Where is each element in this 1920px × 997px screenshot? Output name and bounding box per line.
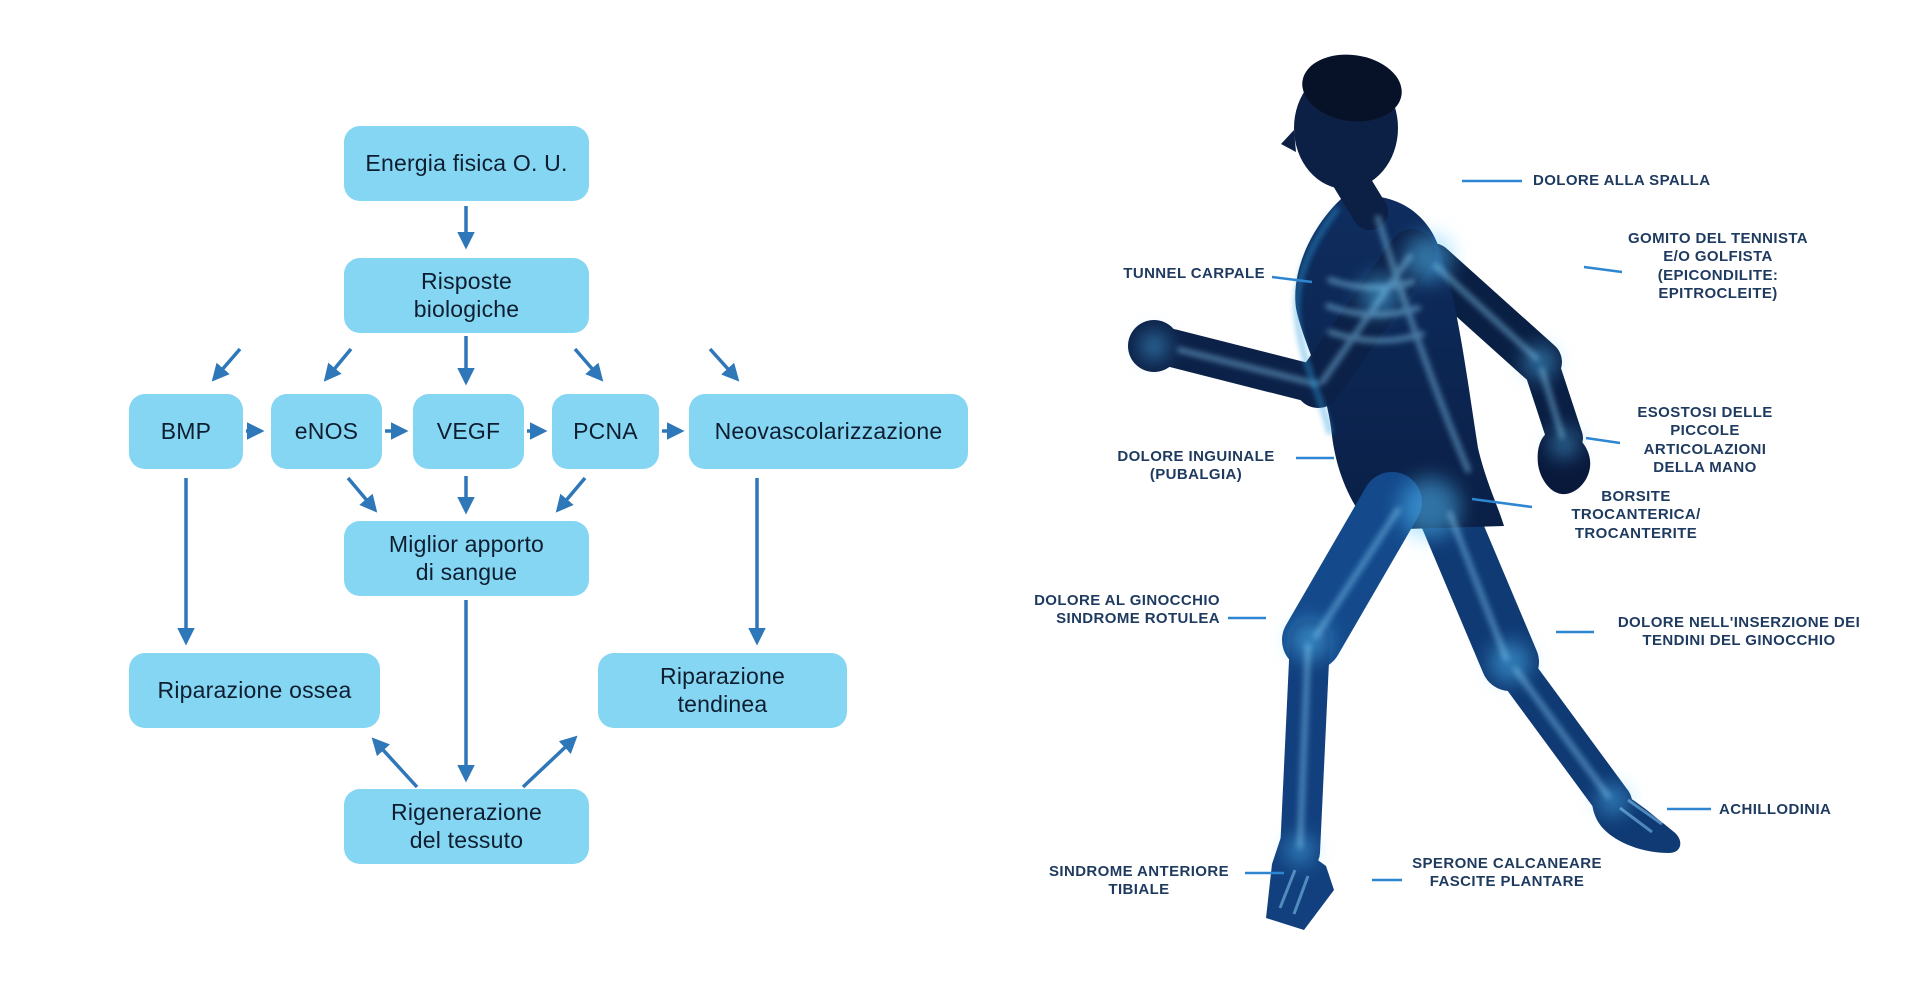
label-gomito-tennista: GOMITO DEL TENNISTA E/O GOLFISTA (EPICON… — [1627, 230, 1809, 302]
label-achillodinia: ACHILLODINIA — [1719, 801, 1832, 818]
node-energia-fisica: Energia fisica O. U. — [344, 126, 589, 201]
runner-back-leg — [1416, 479, 1681, 853]
runner-torso — [1295, 195, 1504, 531]
label-dolore-spalla: DOLORE ALLA SPALLA — [1533, 172, 1711, 189]
label-inserzione-tendini: DOLORE NELL'INSERZIONE DEI TENDINI DEL G… — [1617, 614, 1861, 650]
label-borsite-trocanterica: BORSITE TROCANTERICA/ TROCANTERITE — [1571, 488, 1701, 542]
label-sindrome-tibiale: SINDROME ANTERIORE TIBIALE — [1049, 863, 1229, 899]
label-tunnel-carpale: TUNNEL CARPALE — [1123, 265, 1265, 282]
label-dolore-ginocchio: DOLORE AL GINOCCHIO SINDROME ROTULEA — [1034, 592, 1220, 628]
label-esostosi-mano: ESOSTOSI DELLE PICCOLE ARTICOLAZIONI DEL… — [1637, 404, 1773, 476]
node-neovascolarizzazione: Neovascolarizzazione — [689, 394, 968, 469]
node-pcna: PCNA — [552, 394, 659, 469]
node-risposte-biologiche: Risposte biologiche — [344, 258, 589, 333]
runner-skeleton-lines — [1177, 215, 1611, 849]
node-rigenerazione-tessuto: Rigenerazione del tessuto — [344, 789, 589, 864]
runner-head — [1281, 54, 1402, 230]
node-bmp: BMP — [129, 394, 243, 469]
label-dolore-inguinale: DOLORE INGUINALE (PUBALGIA) — [1117, 448, 1275, 484]
runner-front-leg — [1266, 472, 1422, 930]
label-sperone-calcaneare: SPERONE CALCANEARE FASCITE PLANTARE — [1412, 855, 1602, 891]
node-enos: eNOS — [271, 394, 382, 469]
runner-foot-bones — [1278, 798, 1663, 915]
node-vegf: VEGF — [413, 394, 524, 469]
runner-figure-illustration — [1128, 54, 1681, 930]
node-riparazione-tendinea: Riparazione tendinea — [598, 653, 847, 728]
node-miglior-apporto-sangue: Miglior apporto di sangue — [344, 521, 589, 596]
node-riparazione-ossea: Riparazione ossea — [129, 653, 380, 728]
runner-rim-light — [1294, 206, 1340, 435]
